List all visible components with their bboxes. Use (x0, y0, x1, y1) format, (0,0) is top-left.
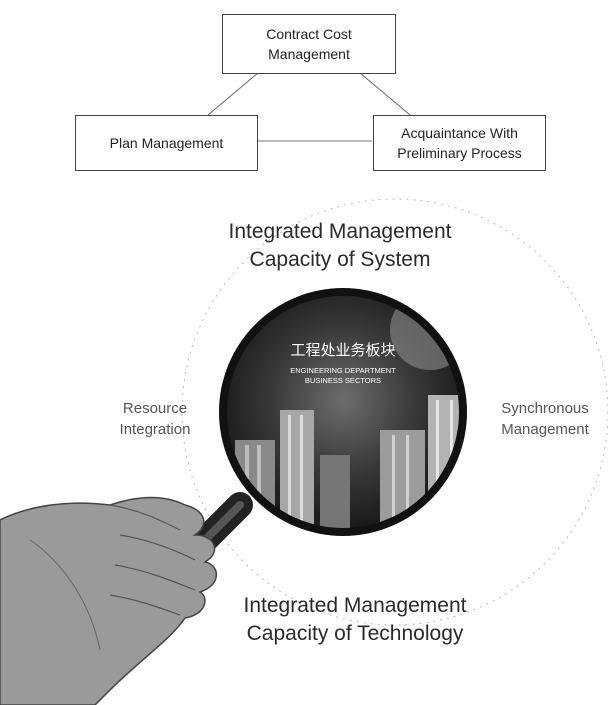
label-resource-integration-line1: Resource (122, 400, 188, 417)
connector-top-right (359, 72, 411, 116)
label-capacity-of-system: Integrated Management Capacity of System (180, 218, 500, 274)
connector-top-left (207, 72, 259, 116)
label-synchronous-management: Synchronous Management (482, 398, 608, 440)
box-acquaintance-line2: Preliminary Process (397, 145, 522, 161)
label-synchronous-management-line1: Synchronous (501, 400, 589, 417)
lens-subtitle-line1: ENGINEERING DEPARTMENT (290, 366, 396, 375)
label-resource-integration-line2: Integration (119, 421, 191, 438)
magnifier-lens: 工程处业务板块 ENGINEERING DEPARTMENT BUSINESS … (219, 288, 467, 536)
label-synchronous-management-line2: Management (501, 421, 589, 438)
box-plan-management-text: Plan Management (109, 135, 224, 151)
lens-title-cn: 工程处业务板块 (290, 341, 395, 359)
label-capacity-of-system-line1: Integrated Management (228, 220, 452, 243)
box-plan-management: Plan Management (75, 115, 258, 171)
hand-illustration (0, 496, 218, 705)
label-capacity-of-technology-line2: Capacity of Technology (246, 622, 464, 645)
box-acquaintance-preliminary-process: Acquaintance With Preliminary Process (373, 115, 546, 171)
label-resource-integration: Resource Integration (95, 398, 215, 440)
label-capacity-of-technology: Integrated Management Capacity of Techno… (190, 592, 520, 648)
box-contract-cost-management: Contract Cost Management (222, 14, 396, 74)
label-capacity-of-technology-line1: Integrated Management (243, 594, 467, 617)
box-contract-cost-line2: Management (268, 46, 350, 62)
box-acquaintance-line1: Acquaintance With (401, 125, 518, 141)
label-capacity-of-system-line2: Capacity of System (249, 248, 431, 271)
lens-subtitle-line2: BUSINESS SECTORS (305, 376, 381, 385)
box-contract-cost-line1: Contract Cost (266, 26, 352, 42)
